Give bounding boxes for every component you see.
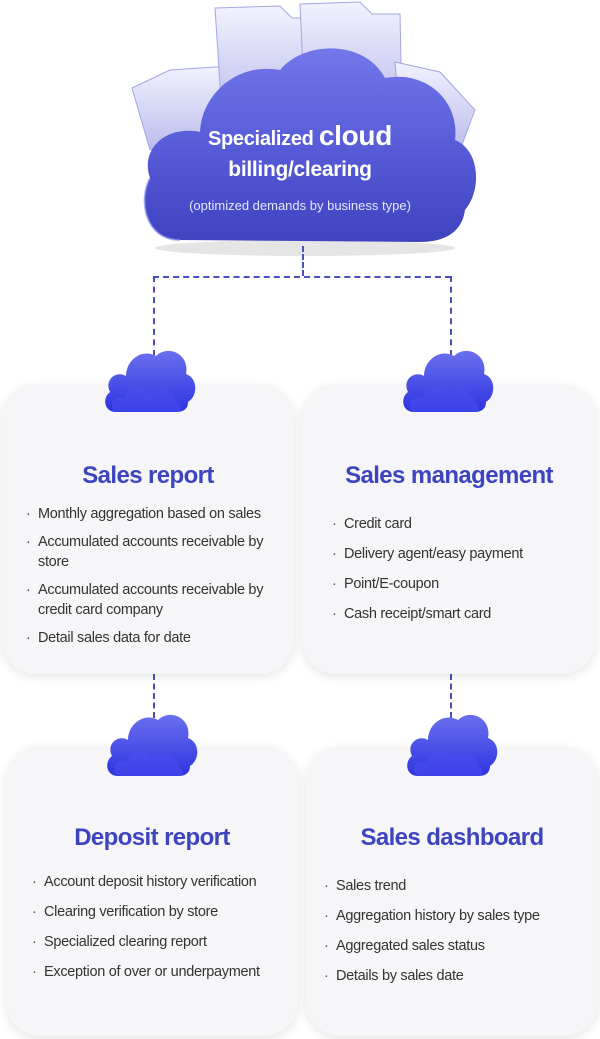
card-title: Sales management [345,462,553,489]
card-item-list: Credit card Delivery agent/easy payment … [332,514,594,624]
list-item: Credit card [332,514,594,534]
card-deposit-report: Deposit report Account deposit history v… [6,746,298,1036]
card-item-list: Account deposit history verification Cle… [32,872,294,982]
list-item: Exception of over or underpayment [32,962,294,982]
card-sales-management: Sales management Credit card Delivery ag… [302,384,596,674]
list-item: Aggregated sales status [324,936,594,956]
hero-title-emphasis: cloud [318,120,393,151]
card-item-list: Monthly aggregation based on sales Accum… [26,504,288,648]
list-item: Accumulated accounts receivable by store [26,532,288,572]
cloud-icon [407,714,498,776]
connector-right-down [450,276,452,356]
cloud-with-folders-icon [131,1,477,256]
list-item: Monthly aggregation based on sales [26,504,288,524]
list-item: Clearing verification by store [32,902,294,922]
card-title: Sales dashboard [360,824,544,851]
list-item: Point/E-coupon [332,574,594,594]
hero-title-prefix: Specialized [207,128,314,150]
hero-cloud: Specialized cloud billing/clearing (opti… [110,0,490,270]
list-item: Detail sales data for date [26,628,288,648]
card-sales-report: Sales report Monthly aggregation based o… [2,384,294,674]
connector-right-mid [450,674,452,718]
list-item: Sales trend [324,876,594,896]
card-title: Deposit report [74,824,230,851]
cloud-icon [403,350,494,412]
connector-hero-down [302,246,304,276]
list-item: Specialized clearing report [32,932,294,952]
list-item: Accumulated accounts receivable by credi… [26,580,288,620]
list-item: Cash receipt/smart card [332,604,594,624]
card-item-list: Sales trend Aggregation history by sales… [324,876,594,986]
list-item: Delivery agent/easy payment [332,544,594,564]
hero-title-line2: billing/clearing [228,158,372,181]
cloud-icon [105,350,196,412]
connector-left-mid [153,674,155,718]
card-title: Sales report [82,462,214,489]
hero-subtitle: (optimized demands by business type) [189,198,411,213]
hero-title-line1: Specialized cloud [110,120,490,152]
connector-horizontal [153,276,451,278]
list-item: Details by sales date [324,966,594,986]
connector-left-down [153,276,155,356]
list-item: Aggregation history by sales type [324,906,594,926]
list-item: Account deposit history verification [32,872,294,892]
card-sales-dashboard: Sales dashboard Sales trend Aggregation … [306,746,598,1036]
cloud-icon [107,714,198,776]
